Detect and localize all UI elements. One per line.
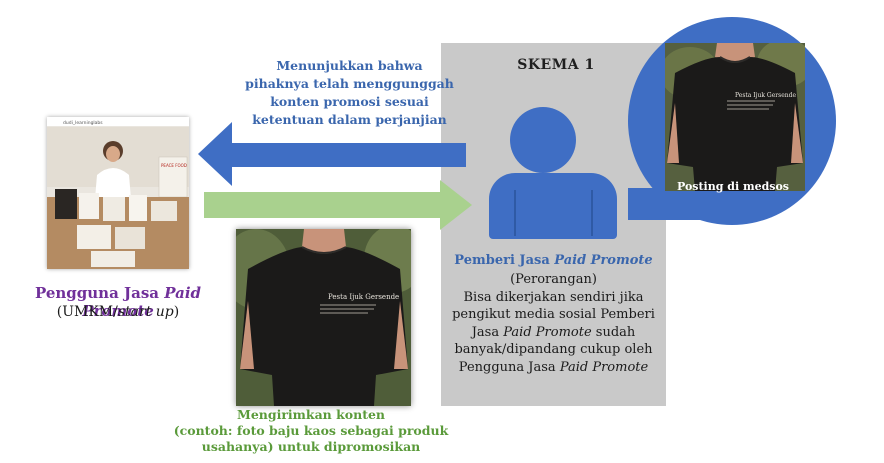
content-tshirt-photo: Pesta Ijuk Gersende: [236, 229, 411, 406]
person-body-icon: [489, 173, 617, 239]
circle-connector: [628, 188, 758, 220]
provider-desc-line-6-prefix: Pengguna Jasa: [458, 359, 560, 375]
content-tshirt-print-text: Pesta Ijuk Gersende: [328, 293, 399, 301]
umkm-photo: dudi_learninglabs PEACE FOOD: [47, 117, 189, 269]
user-sub-open: (UMKM/: [56, 304, 118, 320]
tshirt-model-image: Pesta Ijuk Gersende: [665, 43, 805, 191]
user-label-prefix: Pengguna Jasa: [34, 284, 165, 302]
green-caption-line-2: (contoh: foto baju kaos sebagai produk: [173, 423, 449, 438]
user-label: Pengguna Jasa Paid Promote: [0, 284, 236, 320]
user-sub-italic: start up: [117, 304, 174, 320]
provider-desc-line-4-prefix: Jasa: [471, 324, 504, 340]
umkm-store-image: dudi_learninglabs PEACE FOOD: [47, 117, 189, 269]
blue-caption-line-3: konten promosi sesuai: [270, 94, 429, 109]
content-tshirt-image: Pesta Ijuk Gersende: [236, 229, 411, 406]
green-arrow-right: [204, 180, 472, 230]
blue-arrow-left: [198, 122, 466, 186]
user-label-italic: Paid Promote: [82, 284, 202, 320]
person-head-icon: [510, 107, 576, 173]
provider-desc-line-6-italic: Paid Promote: [559, 359, 649, 375]
provider-desc-line-2: Bisa dikerjakan sendiri jika: [463, 289, 644, 305]
provider-desc-line-3: pengikut media sosial Pemberi: [452, 307, 655, 322]
provider-desc-line-5: banyak/dipandang cukup oleh: [454, 342, 653, 357]
provider-desc-line-4: Jasa Paid Promote sudah: [446, 324, 661, 342]
green-caption-line-1: Mengirimkan konten: [236, 407, 386, 422]
person-arm-left-line: [514, 190, 516, 236]
provider-desc-line-4-suffix: sudah: [591, 324, 636, 340]
posted-tshirt-photo: Pesta Ijuk Gersende: [665, 43, 805, 191]
provider-description: (Perorangan) Bisa dikerjakan sendiri jik…: [446, 271, 661, 376]
blue-caption-line-1: Menunjukkan bahwa: [276, 58, 423, 73]
blue-caption-line-2: pihaknya telah menggunggah: [245, 76, 454, 91]
green-caption-line-3: usahanya) untuk dipromosikan: [201, 439, 421, 454]
provider-title: Pemberi Jasa Paid Promote: [446, 253, 661, 268]
user-sublabel: (UMKM/start up): [20, 304, 216, 320]
green-arrow-caption: Mengirimkan konten (contoh: foto baju ka…: [170, 407, 452, 455]
photo-header-text: dudi_learninglabs: [63, 120, 103, 126]
user-sub-close: ): [173, 304, 180, 320]
provider-title-italic: Paid Promote: [554, 253, 653, 268]
posting-caption: Posting di medsos: [676, 180, 790, 193]
provider-desc-line-1: (Perorangan): [510, 272, 597, 287]
blue-caption-line-4: ketentuan dalam perjanjian: [252, 112, 447, 127]
scheme-title: SKEMA 1: [517, 57, 595, 73]
provider-desc-line-6: Pengguna Jasa Paid Promote: [446, 359, 661, 377]
person-arm-right-line: [591, 190, 593, 236]
tshirt-print-text: Pesta Ijuk Gersende: [735, 92, 796, 99]
photo-sign-text: PEACE FOOD: [161, 163, 187, 168]
blue-arrow-caption: Menunjukkan bahwa pihaknya telah menggun…: [232, 57, 467, 129]
provider-desc-line-4-italic: Paid Promote: [503, 324, 592, 340]
provider-title-prefix: Pemberi Jasa: [454, 253, 555, 268]
